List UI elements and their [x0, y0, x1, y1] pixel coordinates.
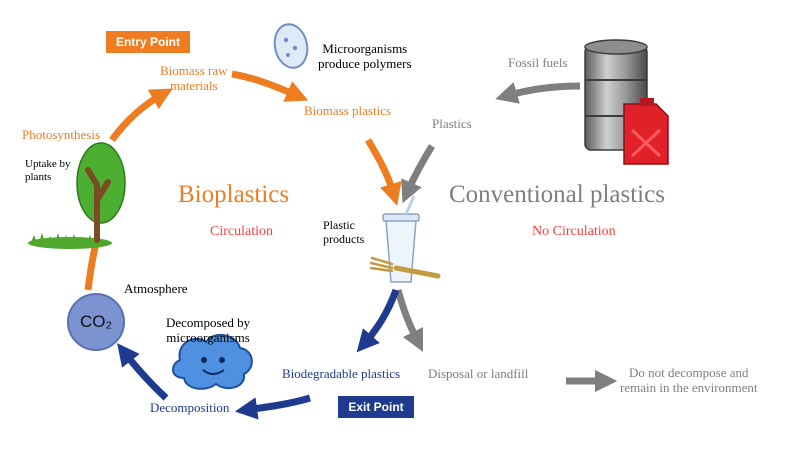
products-line2: products	[323, 231, 365, 246]
microorganisms-line2: produce polymers	[318, 55, 412, 71]
arrow-co2-to-tree	[84, 243, 100, 291]
microorganism-icon	[273, 23, 309, 69]
arrow-tree-to-biomass	[109, 88, 173, 143]
uptake-line1: Uptake by	[25, 158, 71, 170]
decomposed-line2: microorganisms	[166, 329, 250, 345]
disposal-label: Disposal or landfill	[428, 366, 529, 381]
arrow-plastics-to-products	[401, 144, 435, 204]
no-decompose-line2: remain in the environment	[620, 379, 758, 395]
biomass-raw-materials-label: Biomass raw materials	[160, 63, 228, 94]
products-line1: Plastic	[323, 218, 355, 232]
uptake-label: Uptake by plants	[25, 158, 71, 183]
biomass-raw-line2: materials	[169, 77, 218, 93]
plastics-label: Plastics	[432, 116, 472, 131]
co2-label: CO₂	[80, 312, 113, 331]
atmosphere-label: Atmosphere	[124, 281, 188, 296]
exit-point-badge: Exit Point	[338, 396, 414, 418]
fossil-fuels-label: Fossil fuels	[508, 55, 568, 70]
biomass-plastics-label: Biomass plastics	[304, 103, 392, 118]
arrow-products-to-disposal	[394, 289, 424, 353]
entry-point-badge: Entry Point	[106, 31, 190, 53]
plastic-products-label: Plastic products	[323, 218, 365, 247]
no-circulation-label: No Circulation	[532, 224, 616, 239]
circulation-label: Circulation	[210, 224, 273, 239]
biodegradable-plastics-label: Biodegradable plastics	[282, 366, 401, 381]
tree-icon	[28, 142, 126, 249]
arrow-biodegradable-to-decomposition	[234, 394, 312, 420]
decomposed-by-label: Decomposed by microorganisms	[166, 315, 251, 346]
uptake-line2: plants	[25, 170, 52, 183]
no-decompose-line1: Do not decompose and	[629, 365, 749, 380]
photosynthesis-label: Photosynthesis	[22, 127, 101, 142]
arrow-biomass-to-products	[364, 138, 402, 206]
microorganisms-line1: Microorganisms	[322, 41, 408, 56]
decomposition-label: Decomposition	[150, 400, 230, 415]
jerry-can-icon	[623, 98, 669, 165]
arrow-products-to-biodegradable	[356, 288, 400, 353]
bioplastics-title: Bioplastics	[178, 181, 290, 208]
biomass-raw-line1: Biomass raw	[160, 63, 228, 78]
co2-icon	[67, 293, 125, 351]
decomposed-line1: Decomposed by	[166, 315, 251, 330]
no-decompose-label: Do not decompose and remain in the envir…	[620, 365, 758, 396]
arrow-raw-to-biomass-plastics	[231, 70, 309, 102]
fork-icon	[369, 256, 441, 279]
cup-icon	[382, 195, 420, 283]
arrow-fossil-to-plastics	[495, 82, 581, 104]
microbe-icon	[172, 333, 253, 390]
microorganisms-label: Microorganisms produce polymers	[318, 41, 412, 72]
arrow-decomposition-to-co2	[117, 343, 169, 401]
conventional-plastics-title: Conventional plastics	[449, 181, 665, 208]
